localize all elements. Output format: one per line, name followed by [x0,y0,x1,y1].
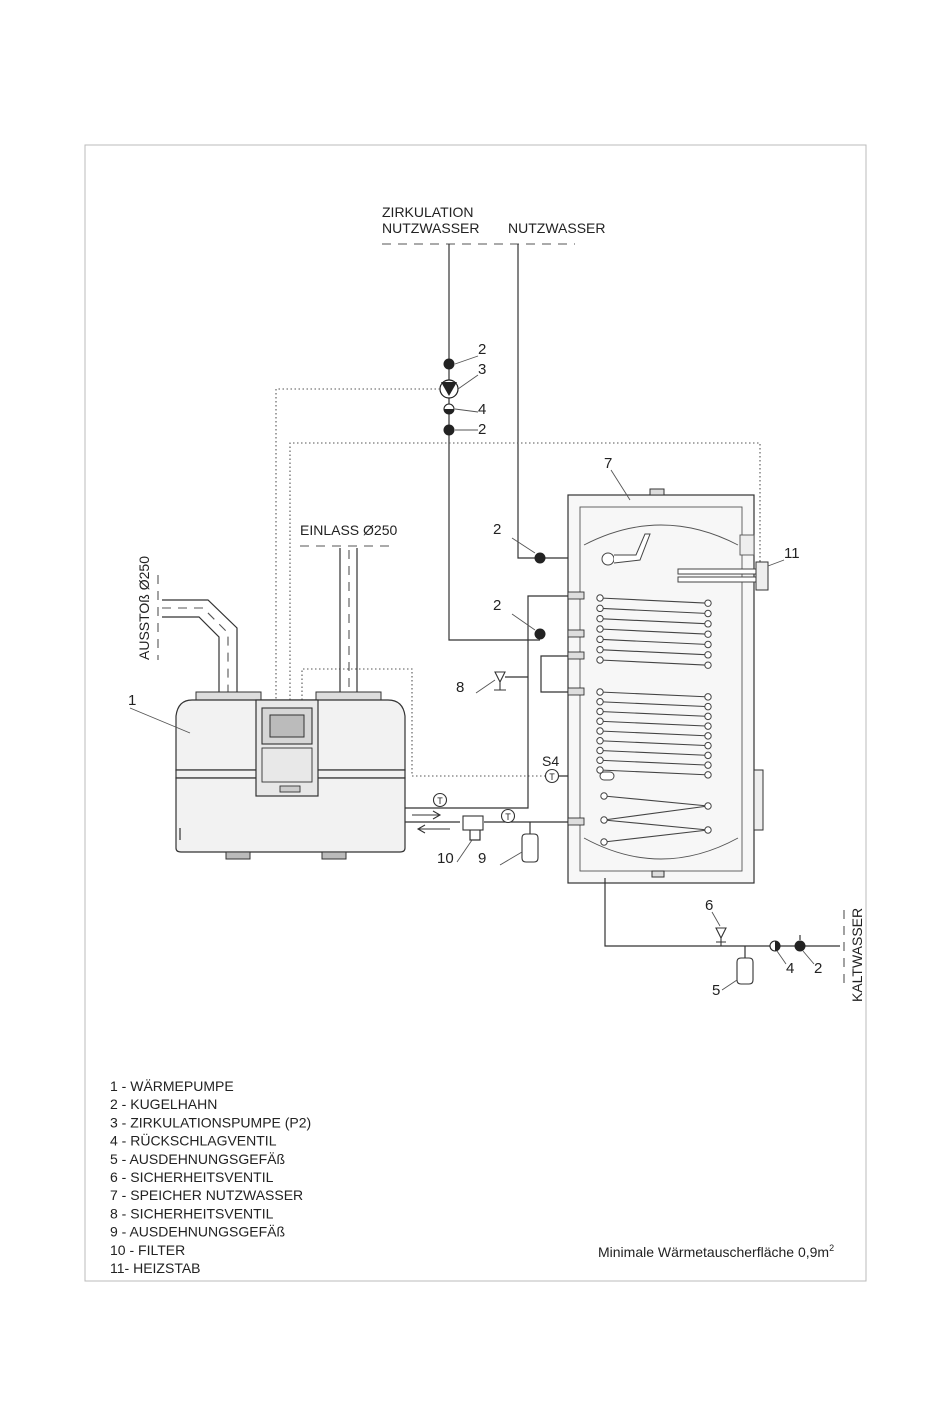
check-valve-top-fill-icon [444,409,454,414]
legend-item: 11- HEIZSTAB [110,1260,201,1276]
heat-exchanger-coils [596,594,712,846]
pump-triangle-icon [441,382,457,396]
num-11: 11 [784,545,800,562]
legend-item: 6 - SICHERHEITSVENTIL [110,1169,274,1185]
temp-sensor-s4-icon [544,768,560,784]
leader-8 [475,679,496,694]
ball-valve-mid-icon [443,424,455,436]
legend-item: 9 - AUSDEHNUNGSGEFÄß [110,1224,285,1240]
temp-sensor-return-icon [500,808,516,824]
drawing-frame [84,144,867,1282]
num-5: 5 [712,982,720,999]
temp-sensor-supply-icon [432,792,448,808]
heat-pump-display [269,714,305,738]
footnote-text: Minimale Wärmetauscherfläche 0,9m [598,1244,829,1260]
num-2-nutz: 2 [493,521,501,538]
safety-valve-6-icon [715,927,727,946]
temp-sensor-supply-label: T [437,796,443,806]
legend-item: 5 - AUSDEHNUNGSGEFÄß [110,1151,285,1167]
pipe-heating-supply [405,595,568,809]
leader-6 [711,911,721,927]
temp-sensor-return-label: T [505,812,511,822]
legend-item: 3 - ZIRKULATIONSPUMPE (P2) [110,1114,311,1130]
leader-11 [767,559,785,567]
num-2-top: 2 [478,341,486,358]
legend-item: 7 - SPEICHER NUTZWASSER [110,1187,303,1203]
leader-2-zirk [511,613,536,631]
leader-2-top [454,355,479,365]
leader-5 [721,979,738,991]
ball-valve-bottom-icon [794,940,806,952]
num-2-mid: 2 [478,421,486,438]
heat-pump-unit [175,691,406,860]
ball-valve-nutz-icon [534,552,546,564]
control-line-heater [289,442,761,700]
safety-valve-8-icon [494,671,506,691]
expansion-vessel-5-icon [736,957,754,985]
leader-4-bottom [776,950,787,965]
ball-valve-top-icon [443,358,455,370]
leader-3 [457,374,479,390]
leader-10 [456,839,473,863]
pipe-cold-water [604,878,840,947]
label-kaltwasser: KALTWASSER [849,908,865,1002]
flow-arrow-out-icon [412,810,442,820]
label-ausstoss: AUSSTOß Ø250 [136,556,152,660]
filter-leg [469,830,481,841]
num-8: 8 [456,679,464,696]
outlet-duct-center [162,607,229,695]
leader-1 [129,707,191,734]
temp-sensor-s4-letter: T [549,772,555,782]
num-9: 9 [478,850,486,867]
legend-item: 8 - SICHERHEITSVENTIL [110,1205,274,1221]
num-1: 1 [128,692,136,709]
legend-item: 10 - FILTER [110,1242,185,1258]
check-valve-bottom-fill-icon [775,941,780,951]
flow-arrow-in-icon [416,824,450,834]
filter-icon [462,815,484,831]
label-nutzwasser: NUTZWASSER [508,220,605,236]
num-10: 10 [437,850,454,867]
legend: 1 - WÄRMEPUMPE 2 - KUGELHAHN 3 - ZIRKULATI… [110,1078,311,1276]
footnote: Minimale Wärmetauscherfläche 0,9m2 [598,1243,834,1260]
num-3: 3 [478,361,486,378]
label-einlass: EINLASS Ø250 [300,522,397,538]
expansion-vessel-9-icon [521,833,539,863]
control-line-sensor [301,668,550,777]
storage-tank [567,488,769,884]
legend-item: 4 - RÜCKSCHLAGVENTIL [110,1132,277,1149]
leader-2-nutz [511,537,536,554]
leader-2-bottom [802,950,815,965]
num-4-bottom: 4 [786,960,794,977]
legend-item: 1 - WÄRMEPUMPE [110,1078,234,1094]
label-zirkulation-line1: ZIRKULATION [382,204,474,220]
legend-item: 2 - KUGELHAHN [110,1096,217,1112]
label-s4: S4 [542,753,559,769]
leader-9 [499,851,523,866]
outlet-duct-lower [162,616,220,695]
num-2-bottom: 2 [814,960,822,977]
label-zirkulation-line2: NUTZWASSER [382,220,479,236]
control-line-pump [275,388,440,700]
num-2-zirk: 2 [493,597,501,614]
pipe-circulation [448,244,540,641]
ball-valve-zirk-icon [534,628,546,640]
num-4-top: 4 [478,401,486,418]
num-6: 6 [705,897,713,914]
footnote-superscript: 2 [829,1243,834,1253]
leader-4-top [454,408,479,413]
leader-7 [610,469,631,501]
pipe-coil-link [540,655,568,693]
num-7: 7 [604,455,612,472]
outlet-duct-upper [162,599,238,695]
